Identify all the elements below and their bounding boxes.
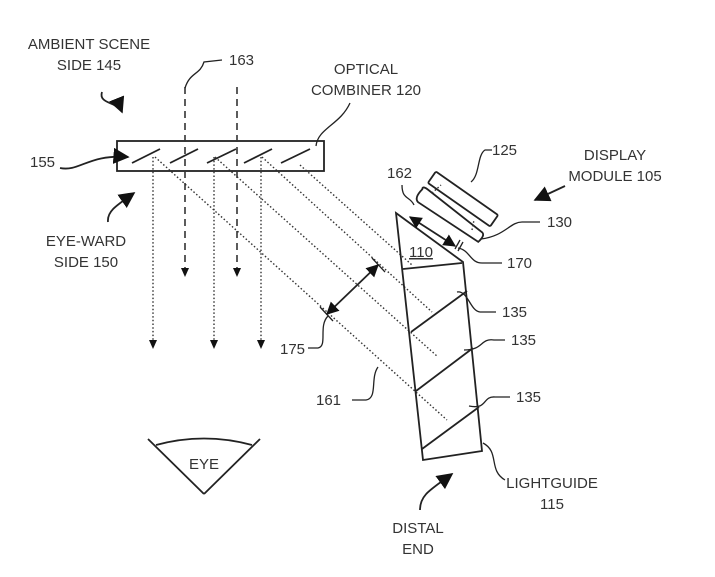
ray-arrowhead: [233, 268, 241, 277]
ref-135-c: 135: [516, 389, 541, 406]
leader-125: [470, 149, 492, 183]
leader-170: [457, 247, 502, 264]
leader-162: [401, 184, 415, 206]
diagonal-ray: [154, 156, 448, 421]
cornea-arc: [155, 437, 253, 446]
eye-ward-side-pointer: [107, 192, 136, 223]
labels: AMBIENT SCENE SIDE 145 163 OPTICAL COMBI…: [28, 36, 662, 558]
optical-combiner-label-line2: COMBINER 120: [311, 82, 421, 99]
display-module-label-line1: DISPLAY: [584, 147, 646, 164]
ray-arrowhead: [210, 340, 218, 349]
ambient-scene-label-line2: SIDE 145: [57, 57, 121, 74]
mirror-element: [206, 148, 237, 164]
partial-reflector: [410, 290, 468, 333]
lightguide-label-line2: 115: [540, 496, 564, 513]
display-output-rays: [149, 157, 265, 349]
mirror-element: [280, 148, 311, 164]
lens-130: [415, 186, 485, 244]
eye-symbol: EYE: [147, 437, 261, 495]
leader-161: [352, 366, 379, 401]
eye-ward-label-line1: EYE-WARD: [46, 233, 126, 250]
ref-130: 130: [547, 214, 572, 231]
eye-side: [147, 438, 205, 495]
gap-tick-170: [454, 239, 461, 250]
display-module: [408, 171, 499, 252]
partial-reflector: [421, 406, 480, 450]
leader-lightguide: [482, 442, 506, 481]
combiner-mirrors: [131, 148, 311, 164]
leader-130: [480, 221, 540, 240]
eye-side: [203, 438, 261, 495]
optical-axis: [471, 219, 475, 231]
leader-135-b: [463, 339, 505, 351]
ref-163: 163: [229, 52, 254, 69]
distal-end-label-line1: DISTAL: [392, 520, 443, 537]
leader-lines: [59, 59, 566, 511]
width-dimension-175: [319, 257, 386, 322]
leader-163: [184, 59, 223, 89]
diagonal-ray: [299, 164, 413, 266]
ambient-rays: [181, 87, 241, 277]
leader-155: [59, 147, 130, 170]
optical-combiner-label-line1: OPTICAL: [334, 61, 398, 78]
dimension-tick: [319, 306, 334, 322]
dimension-arrow: [326, 264, 379, 315]
lightguide-label-line1: LIGHTGUIDE: [506, 475, 598, 492]
eye-ward-label-line2: SIDE 150: [54, 254, 118, 271]
gap-tick-170: [457, 241, 464, 252]
ref-155: 155: [30, 154, 55, 171]
mirror-element: [131, 148, 161, 164]
ref-161: 161: [316, 392, 341, 409]
input-region-boundary: [402, 262, 463, 270]
display-module-label-line2: MODULE 105: [568, 168, 661, 185]
leader-135-c: [468, 396, 510, 408]
input-aperture-arrow-162: [408, 216, 457, 247]
diagonal-ray: [214, 156, 439, 358]
distal-end-pointer: [419, 473, 454, 511]
eye-label: EYE: [189, 456, 219, 473]
mirror-element: [169, 148, 199, 164]
leader-135-a: [456, 291, 496, 313]
diagonal-ray: [261, 156, 433, 313]
mirror-element: [243, 148, 273, 164]
ref-162: 162: [387, 165, 412, 182]
ray-arrowhead: [149, 340, 157, 349]
ref-110: 110: [409, 244, 433, 261]
partial-reflector: [415, 347, 474, 392]
diagonal-rays: [154, 156, 448, 421]
ambient-scene-label-line1: AMBIENT SCENE: [28, 36, 150, 53]
leader-175: [308, 315, 329, 349]
distal-end-label-line2: END: [402, 541, 434, 558]
dimension-tick: [371, 257, 386, 273]
ray-arrowhead: [181, 268, 189, 277]
leader-120: [315, 102, 351, 147]
ray-arrowhead: [257, 340, 265, 349]
ref-135-a: 135: [502, 304, 527, 321]
ambient-side-pointer: [100, 91, 125, 114]
display-panel-125: [427, 171, 499, 227]
ref-170: 170: [507, 255, 532, 272]
ref-125: 125: [492, 142, 517, 159]
display-module-pointer: [533, 185, 566, 202]
optical-combiner: [116, 140, 325, 172]
ref-135-b: 135: [511, 332, 536, 349]
ref-175: 175: [280, 341, 305, 358]
